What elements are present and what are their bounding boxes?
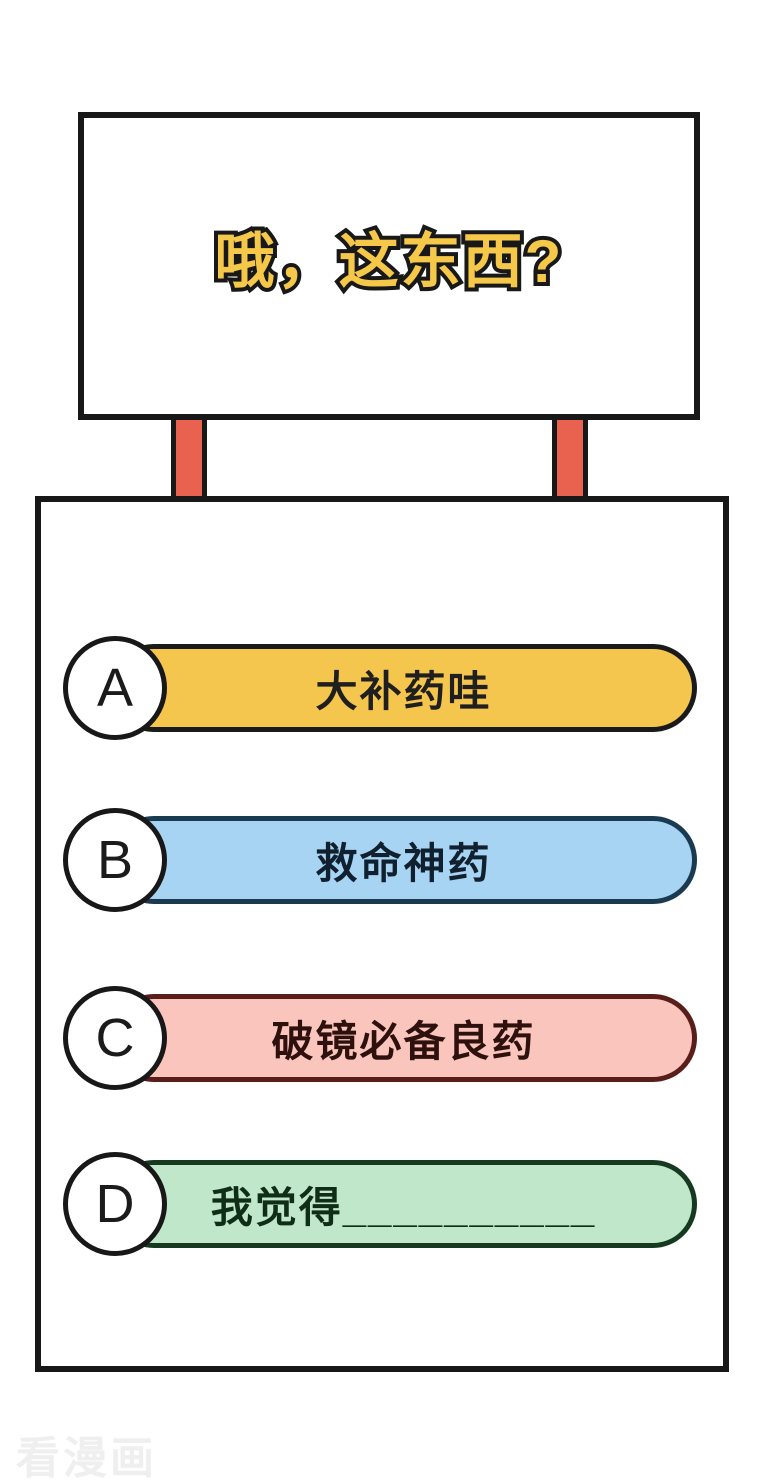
option-label-b: 救命神药 [315,839,492,887]
option-label-a: 大补药哇 [315,667,492,715]
question-sign: 哦，这东西? [78,112,700,420]
option-label-c: 破镜必备良药 [271,1017,536,1065]
option-label-d: 我觉得__________ [210,1183,597,1231]
option-badge-d[interactable]: D [63,1152,167,1256]
option-badge-b[interactable]: B [63,808,167,912]
option-row-d: 我觉得__________ D [41,1152,723,1256]
option-pill-a[interactable]: 大补药哇 [110,644,697,732]
option-pill-c[interactable]: 破镜必备良药 [110,994,697,1082]
option-pill-d[interactable]: 我觉得__________ [110,1160,697,1248]
sign-post-left [171,412,207,504]
option-row-c: 破镜必备良药 C [41,986,723,1090]
sign-post-right [552,412,588,504]
option-pill-b[interactable]: 救命神药 [110,816,697,904]
option-row-b: 救命神药 B [41,808,723,912]
option-letter-b: B [96,830,134,890]
option-badge-a[interactable]: A [63,636,167,740]
option-letter-d: D [95,1174,135,1234]
question-title: 哦，这东西? [211,224,566,299]
answer-board: 大补药哇 A 救命神药 B 破镜必备良药 C 我觉得_________ [35,496,729,1372]
option-letter-a: A [96,658,134,718]
site-watermark: 看漫画 [16,1434,157,1483]
option-badge-c[interactable]: C [63,986,167,1090]
option-letter-c: C [95,1008,135,1068]
option-row-a: 大补药哇 A [41,636,723,740]
